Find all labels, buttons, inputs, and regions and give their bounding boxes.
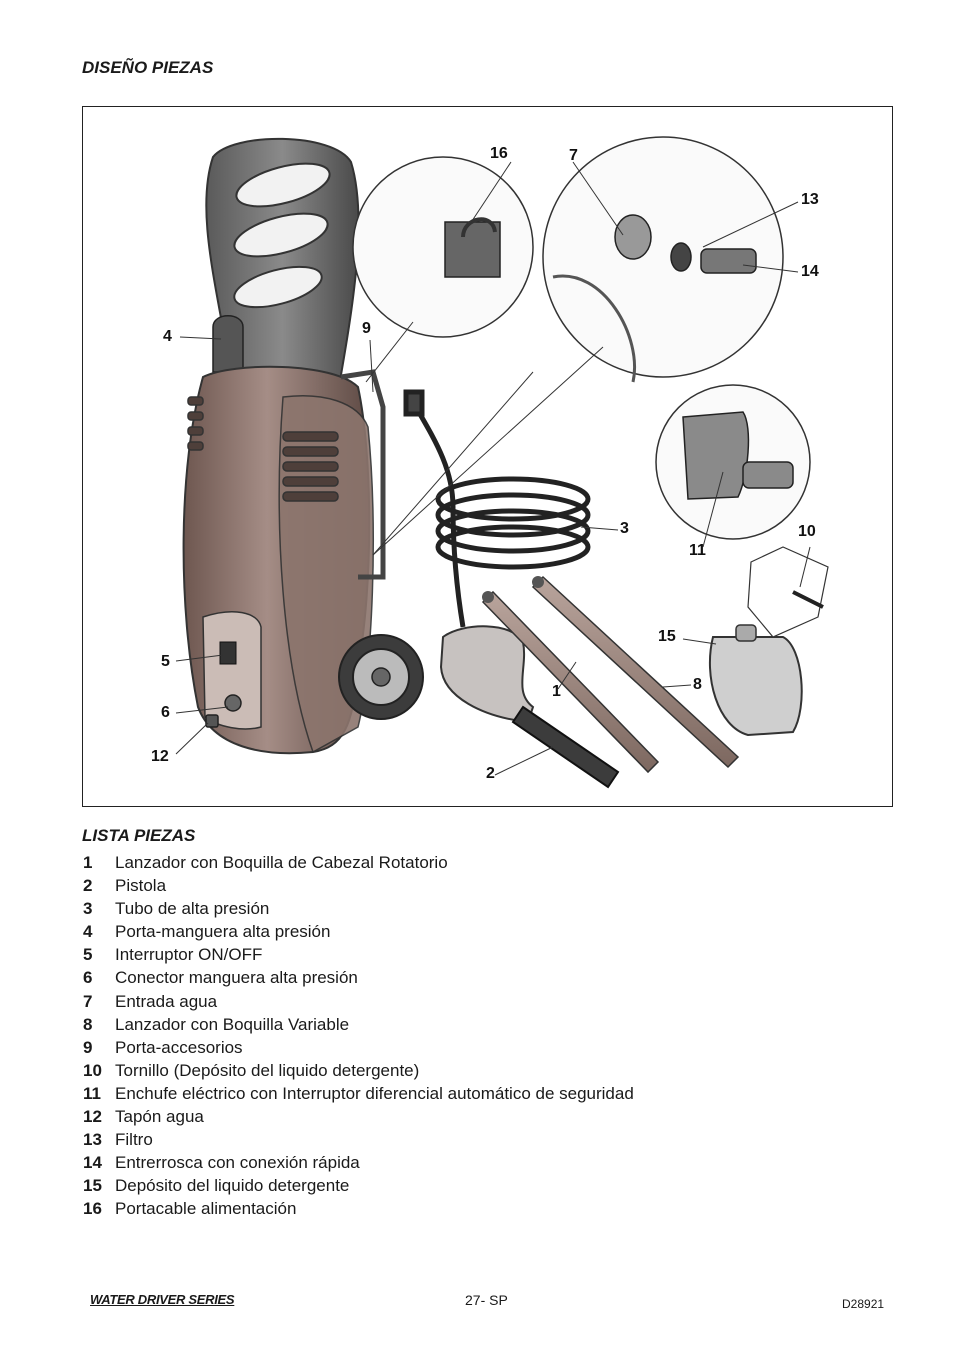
part-number: 12 xyxy=(83,1107,102,1127)
part-label: Enchufe eléctrico con Interruptor difere… xyxy=(115,1083,634,1103)
list-item: 2 Pistola xyxy=(83,874,634,897)
list-item: 5 Interruptor ON/OFF xyxy=(83,943,634,966)
list-item: 4 Porta-manguera alta presión xyxy=(83,920,634,943)
part-label: Depósito del liquido detergente xyxy=(115,1176,350,1196)
part-label: Entrada agua xyxy=(115,991,218,1011)
callout-6: 6 xyxy=(161,704,170,721)
machine-body xyxy=(182,365,424,755)
part-number: 11 xyxy=(83,1083,101,1103)
callout-14: 14 xyxy=(801,263,819,280)
list-item: 1 Lanzador con Boquilla de Cabezal Rotato… xyxy=(83,851,634,874)
hose-coil xyxy=(403,389,591,628)
list-item: 12 Tapón agua xyxy=(83,1105,634,1128)
part-label: Portacable alimentación xyxy=(115,1199,297,1219)
part-label: Lanzador con Boquilla Variable xyxy=(115,1014,350,1034)
page-number: 27- SP xyxy=(465,1292,508,1308)
list-item: 6 Conector manguera alta presión xyxy=(83,966,634,989)
part-label: Porta-accesorios xyxy=(115,1037,243,1057)
part-number: 4 xyxy=(83,922,93,942)
part-number: 7 xyxy=(83,991,93,1011)
pressure-washer-illustration xyxy=(175,136,829,789)
brand-logo: WATER DRIVER SERIES xyxy=(90,1292,235,1307)
part-number: 14 xyxy=(83,1153,102,1173)
guide-lines xyxy=(365,321,604,556)
detail-cable-holder xyxy=(444,217,501,278)
callout-3: 3 xyxy=(620,520,629,537)
part-number: 5 xyxy=(83,945,93,965)
part-number: 2 xyxy=(83,876,93,896)
callout-4: 4 xyxy=(163,328,172,345)
callout-8: 8 xyxy=(693,676,702,693)
part-label: Filtro xyxy=(115,1130,153,1150)
callout-16: 16 xyxy=(490,145,508,162)
part-number: 1 xyxy=(83,853,93,872)
document-code: D28921 xyxy=(842,1297,885,1311)
list-item: 15 Depósito del liquido detergente xyxy=(83,1174,634,1197)
list-item: 3 Tubo de alta presión xyxy=(83,897,634,920)
list-item: 16 Portacable alimentación xyxy=(83,1197,634,1220)
callout-11: 11 xyxy=(689,542,706,559)
list-item: 8 Lanzador con Boquilla Variable xyxy=(83,1013,634,1036)
callout-1: 1 xyxy=(552,683,561,700)
part-label: Porta-manguera alta presión xyxy=(115,922,331,942)
callout-15: 15 xyxy=(658,628,676,645)
part-number: 15 xyxy=(83,1176,102,1196)
spray-gun xyxy=(439,625,620,789)
part-label: Tubo de alta presión xyxy=(115,899,270,919)
part-number: 3 xyxy=(83,899,93,919)
part-number: 13 xyxy=(83,1130,102,1150)
parts-list-heading: LISTA PIEZAS xyxy=(82,826,196,845)
design-heading: DISEÑO PIEZAS xyxy=(82,58,214,77)
part-label: Tornillo (Depósito del liquido detergent… xyxy=(115,1060,420,1080)
list-item: 10 Tornillo (Depósito del liquido deterge… xyxy=(83,1059,634,1082)
callout-10: 10 xyxy=(798,523,816,540)
part-label: Lanzador con Boquilla de Cabezal Rotator… xyxy=(115,853,448,872)
part-label: Entrerrosca con conexión rápida xyxy=(115,1153,360,1173)
handle xyxy=(205,137,360,393)
list-item: 13 Filtro xyxy=(83,1128,634,1151)
part-number: 10 xyxy=(83,1060,102,1080)
leader-lines xyxy=(175,161,811,776)
list-item: 9 Porta-accesorios xyxy=(83,1036,634,1059)
detergent-tank xyxy=(709,624,803,737)
part-label: Interruptor ON/OFF xyxy=(115,945,263,965)
detail-water-inlet xyxy=(552,214,757,383)
part-label: Pistola xyxy=(115,876,167,896)
part-number: 8 xyxy=(83,1014,93,1034)
callout-5: 5 xyxy=(161,653,170,670)
list-item: 14 Entrerrosca con conexión rápida xyxy=(83,1151,634,1174)
callout-12: 12 xyxy=(151,748,169,765)
detail-screw xyxy=(747,546,829,638)
callout-2: 2 xyxy=(486,765,495,782)
part-number: 16 xyxy=(83,1199,102,1219)
callout-13: 13 xyxy=(801,191,819,208)
parts-diagram: 16 7 13 14 4 9 3 11 10 15 5 1 8 6 12 2 xyxy=(82,106,893,807)
part-label: Tapón agua xyxy=(115,1107,204,1127)
callout-9: 9 xyxy=(362,320,371,337)
callout-7: 7 xyxy=(569,147,578,164)
lances xyxy=(481,575,740,774)
parts-list: 1 Lanzador con Boquilla de Cabezal Rotato… xyxy=(83,851,634,1221)
list-item: 11 Enchufe eléctrico con Interruptor dife… xyxy=(83,1082,634,1105)
part-label: Conector manguera alta presión xyxy=(115,968,358,988)
list-item: 7 Entrada agua xyxy=(83,990,634,1013)
part-number: 6 xyxy=(83,968,93,988)
part-number: 9 xyxy=(83,1037,93,1057)
detail-plug xyxy=(682,411,794,500)
